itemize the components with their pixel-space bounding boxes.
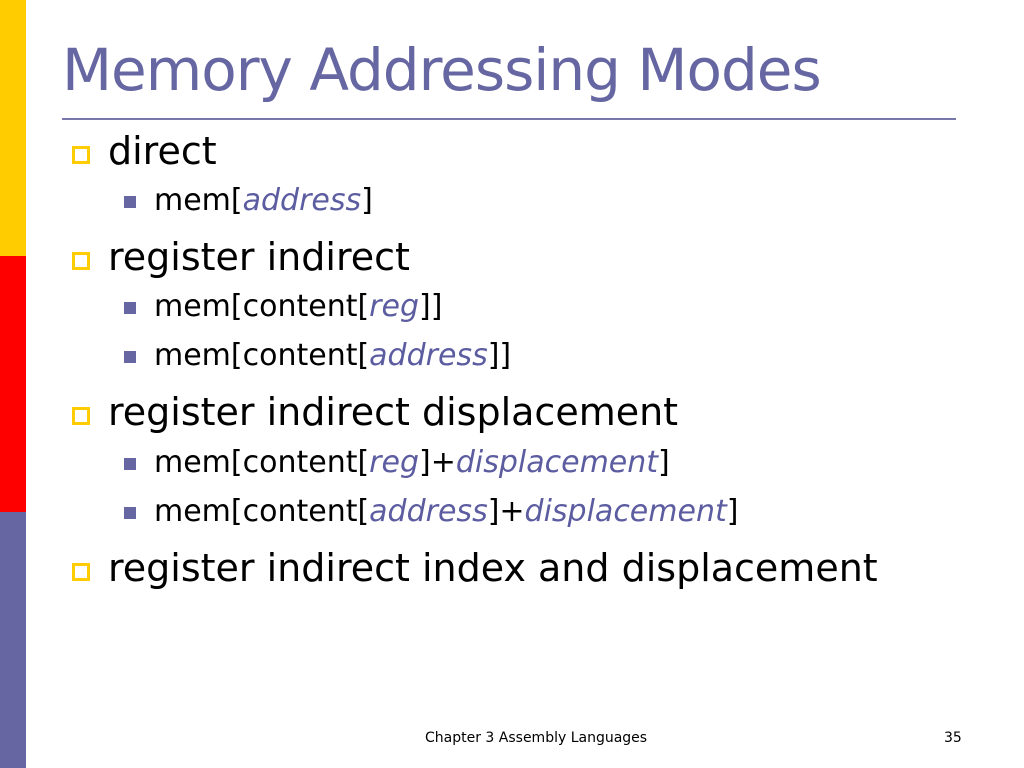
level2-item: mem[content[address]] <box>154 338 511 374</box>
text-fragment: mem[content[ <box>154 494 370 529</box>
text-fragment: ] <box>726 494 739 529</box>
level2-item: mem[content[reg]] <box>154 289 442 325</box>
text-fragment: mem[content[ <box>154 338 370 373</box>
text-fragment: ]+ <box>419 445 456 480</box>
level1-item: register indirect index and displacement <box>108 546 878 590</box>
text-fragment: ]] <box>419 289 443 324</box>
text-fragment: mem[content[ <box>154 445 370 480</box>
side-bar-red <box>0 256 26 512</box>
italic-term: displacement <box>455 445 659 480</box>
level2-bullet-icon <box>124 507 136 519</box>
level1-bullet-icon <box>72 252 90 270</box>
footer-chapter: Chapter 3 Assembly Languages <box>425 730 648 746</box>
side-bar-yellow <box>0 0 26 256</box>
level2-item: mem[content[reg]+displacement] <box>154 445 670 481</box>
text-fragment: ]+ <box>487 494 525 529</box>
italic-term: reg <box>369 445 420 480</box>
italic-term: displacement <box>524 494 727 529</box>
italic-term: address <box>242 183 362 218</box>
level1-item: direct <box>108 129 217 173</box>
level1-bullet-icon <box>72 146 90 164</box>
level2-bullet-icon <box>124 196 136 208</box>
slide-title: Memory Addressing Modes <box>62 36 822 104</box>
slide-number: 35 <box>944 730 962 746</box>
level2-item: mem[content[address]+displacement] <box>154 494 738 530</box>
level1-bullet-icon <box>72 563 90 581</box>
level1-item: register indirect displacement <box>108 390 679 434</box>
text-fragment: ] <box>361 183 373 218</box>
italic-term: reg <box>369 289 420 324</box>
italic-term: address <box>369 338 488 373</box>
level2-bullet-icon <box>124 458 136 470</box>
level2-bullet-icon <box>124 351 136 363</box>
text-fragment: mem[ <box>154 183 243 218</box>
side-bar-blue <box>0 512 26 768</box>
level1-bullet-icon <box>72 407 90 425</box>
level2-bullet-icon <box>124 302 136 314</box>
title-underline <box>62 118 956 120</box>
italic-term: address <box>369 494 488 529</box>
text-fragment: ] <box>658 445 670 480</box>
level2-item: mem[address] <box>154 183 373 219</box>
level1-item: register indirect <box>108 235 410 279</box>
text-fragment: mem[content[ <box>154 289 370 324</box>
text-fragment: ]] <box>487 338 512 373</box>
